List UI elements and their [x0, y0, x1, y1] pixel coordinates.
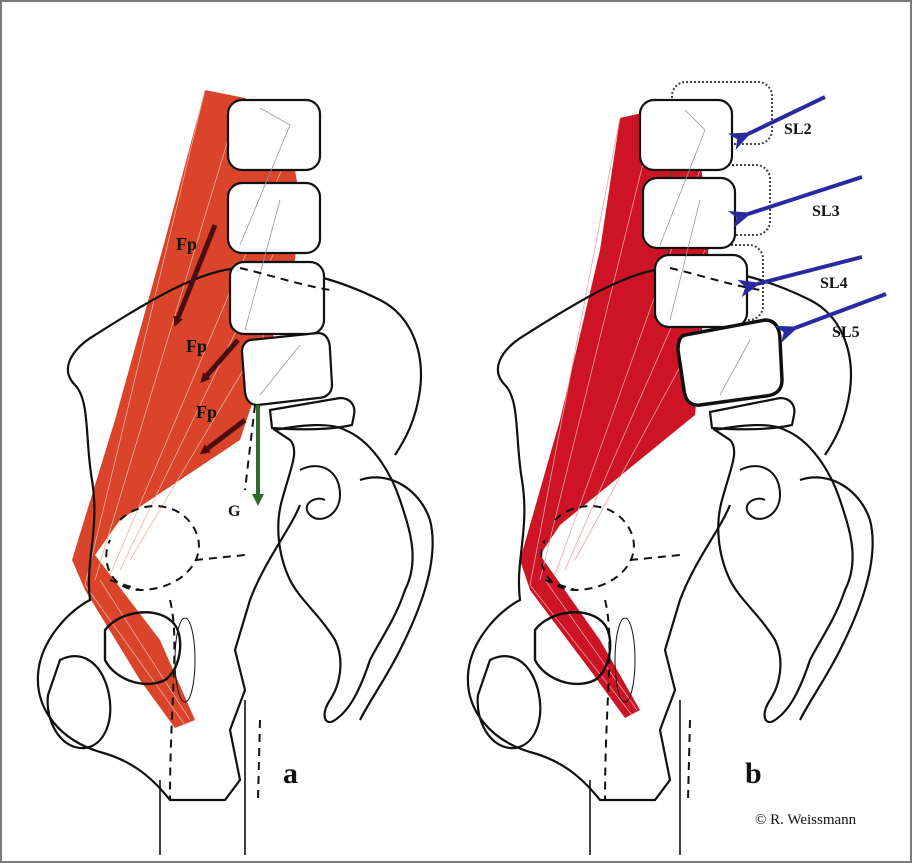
- force-label-1: Fp: [176, 234, 197, 254]
- coccyx-a: [360, 477, 433, 720]
- force-label-3: Fp: [196, 402, 217, 422]
- vertebra-l5-a: [242, 333, 332, 405]
- shear-label-l2: SL2: [784, 121, 812, 138]
- shear-arrow-l3: [748, 177, 862, 214]
- panel-a: Fp Fp Fp G a: [38, 90, 433, 855]
- coccyx-b: [800, 477, 873, 720]
- vertebra-l4-a: [230, 262, 324, 334]
- copyright-notice: © R. Weissmann: [755, 812, 857, 828]
- shear-label-l4: SL4: [820, 275, 848, 292]
- vertebra-l2-a: [228, 100, 320, 170]
- vertebra-l5-b: [678, 320, 782, 405]
- sacrum-body-a: [275, 425, 413, 722]
- shear-label-l5: SL5: [832, 324, 860, 341]
- vertebra-l3-b: [643, 178, 735, 248]
- vertebra-l4-b: [655, 255, 747, 327]
- shear-label-l3: SL3: [812, 203, 840, 220]
- panel-b: SL2 SL3 SL4 SL5 b: [468, 82, 886, 855]
- force-label-2: Fp: [186, 336, 207, 356]
- sacrum-body-b: [715, 425, 853, 722]
- gravity-label: G: [228, 503, 241, 520]
- panel-letter-b: b: [745, 757, 762, 790]
- panel-letter-a: a: [283, 757, 298, 790]
- vertebra-l3-a: [228, 183, 320, 253]
